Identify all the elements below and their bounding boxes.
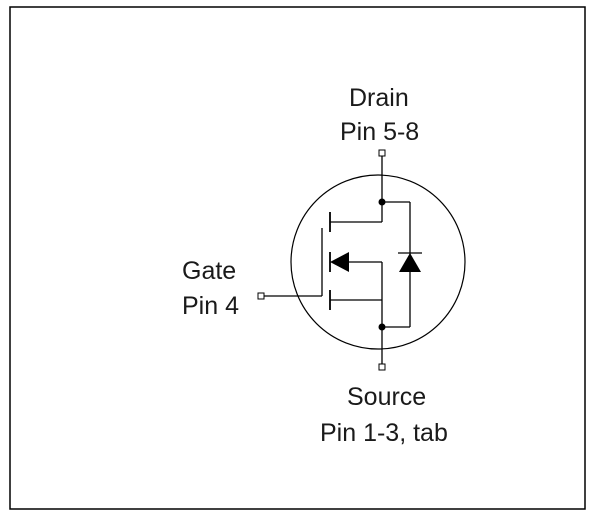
drain-terminal	[378, 149, 386, 157]
drain-junction-dot	[378, 198, 386, 206]
frame-border	[9, 6, 586, 510]
gate-electrode	[264, 228, 323, 297]
drain-name-label: Drain	[349, 84, 409, 112]
drain-lead	[330, 156, 410, 223]
gate-terminal	[257, 292, 265, 300]
source-pins-label: Pin 1-3, tab	[320, 419, 448, 447]
source-terminal	[378, 363, 386, 371]
source-name-label: Source	[347, 383, 427, 411]
body-arrow	[330, 252, 349, 272]
source-lead	[330, 299, 410, 364]
diode-triangle	[399, 253, 421, 272]
gate-pins-label: Pin 4	[182, 292, 239, 320]
package-circle	[290, 174, 466, 350]
drain-pins-label: Pin 5-8	[340, 118, 420, 146]
source-junction-dot	[378, 323, 386, 331]
gate-name-label: Gate	[182, 257, 237, 285]
